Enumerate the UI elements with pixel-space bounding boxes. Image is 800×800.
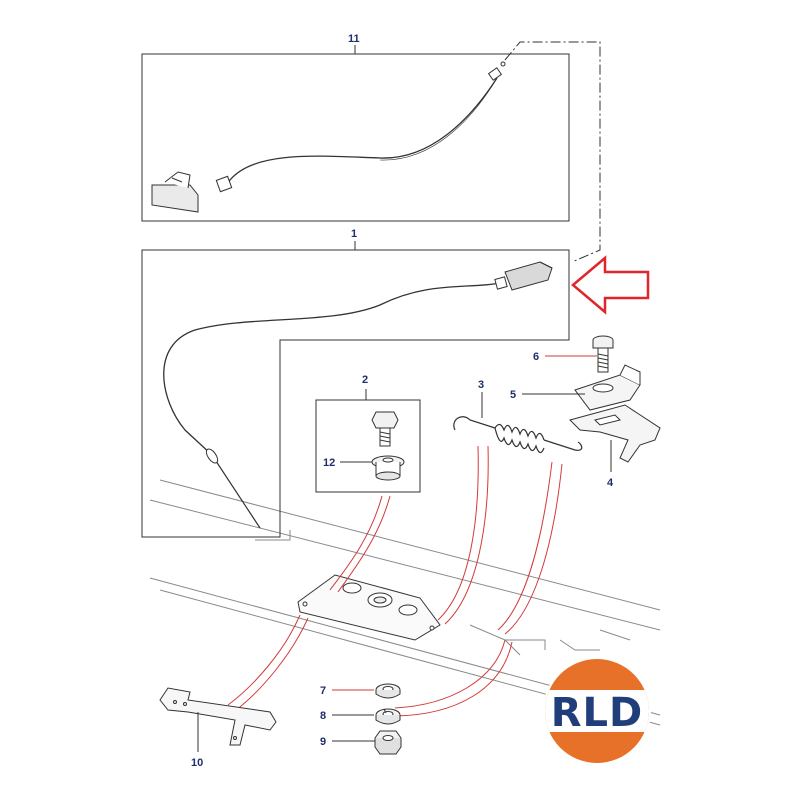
callout-2: 2 bbox=[362, 374, 368, 386]
callout-6-group: 6 bbox=[533, 351, 597, 363]
callout-3: 3 bbox=[478, 379, 484, 391]
bracket-4 bbox=[569, 404, 661, 463]
group-box-11: 11 bbox=[141, 33, 570, 222]
group-box-2: 2 bbox=[315, 374, 421, 493]
release-handle-11 bbox=[151, 171, 233, 213]
callout-6: 6 bbox=[533, 351, 539, 363]
callout-8-group: 8 bbox=[320, 710, 374, 722]
logo-text: RLD bbox=[551, 690, 644, 736]
cable-connector-1 bbox=[494, 261, 553, 291]
rld-logo: RLD bbox=[543, 657, 651, 765]
link-dashed-line bbox=[504, 41, 601, 263]
callout-5-group: 5 bbox=[510, 389, 585, 401]
callout-7-group: 7 bbox=[320, 685, 345, 697]
spring-washer-8 bbox=[375, 708, 401, 725]
callout-12-group: 12 bbox=[323, 457, 372, 469]
bolt-6 bbox=[592, 335, 614, 373]
flange-washer-12 bbox=[371, 455, 405, 481]
callout-4: 4 bbox=[607, 477, 614, 489]
bracket-10 bbox=[159, 687, 277, 746]
callout-1: 1 bbox=[351, 228, 357, 240]
callout-7: 7 bbox=[320, 685, 326, 697]
arrow-left-outline-icon bbox=[571, 255, 650, 315]
callout-9-group: 9 bbox=[320, 736, 375, 748]
callout-11: 11 bbox=[348, 33, 360, 45]
hood-latch bbox=[297, 574, 441, 641]
washer-7 bbox=[375, 683, 401, 699]
release-cable-1 bbox=[163, 281, 506, 529]
spring-3 bbox=[453, 416, 583, 454]
callout-3-group: 3 bbox=[478, 379, 484, 418]
callout-9: 9 bbox=[320, 736, 326, 748]
callout-5: 5 bbox=[510, 389, 516, 401]
nut-9 bbox=[374, 730, 402, 755]
callout-8: 8 bbox=[320, 710, 326, 722]
callout-10: 10 bbox=[191, 757, 203, 769]
release-cable-11 bbox=[224, 61, 506, 191]
bolt-2 bbox=[371, 411, 399, 447]
group-box-1: 1 bbox=[141, 228, 570, 538]
callout-4-group: 4 bbox=[607, 440, 614, 489]
red-leader-lines bbox=[227, 445, 563, 717]
callout-10-group: 10 bbox=[191, 712, 203, 769]
spring-clip-5 bbox=[574, 364, 641, 411]
callout-12: 12 bbox=[323, 457, 335, 469]
